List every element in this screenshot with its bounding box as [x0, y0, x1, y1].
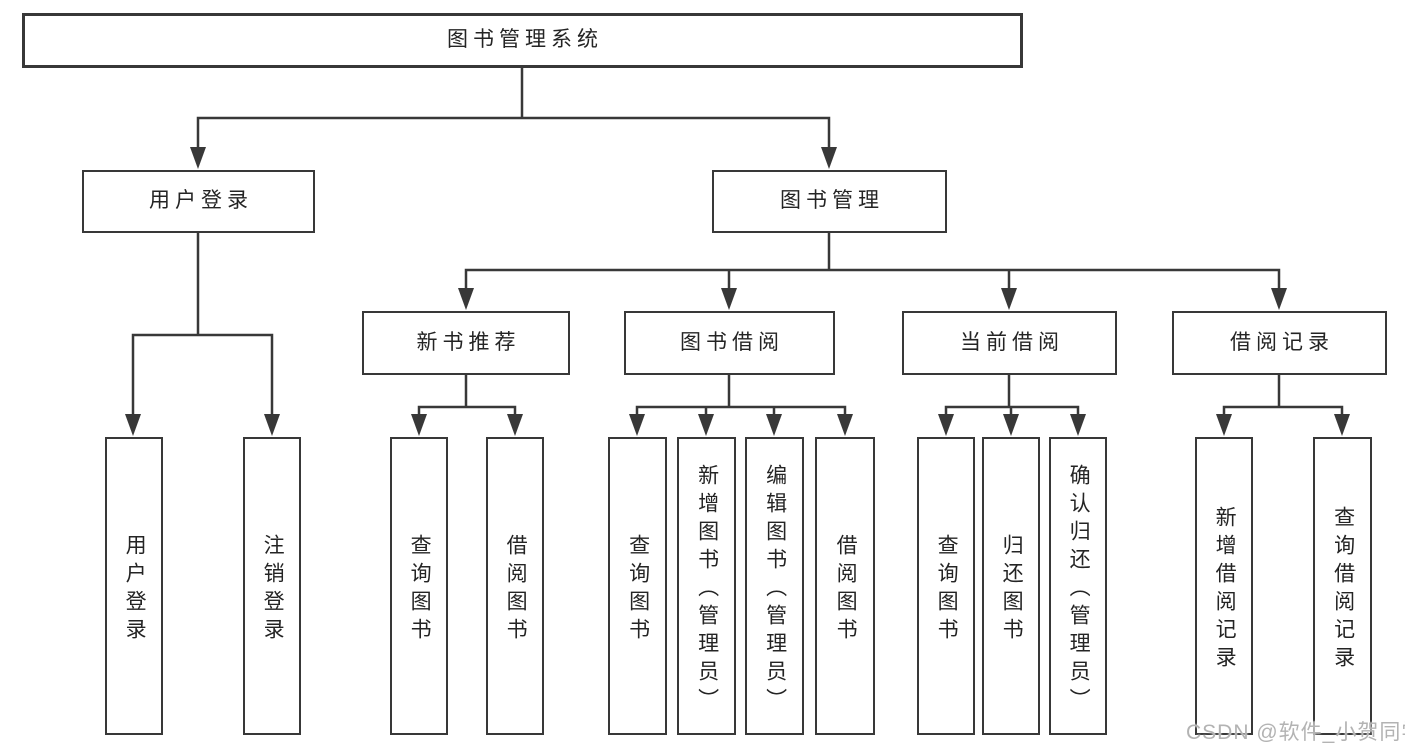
node-library-management-system: 图书管理系统: [22, 13, 1023, 68]
leaf-return-books: 归还图书: [982, 437, 1040, 735]
leaf-confirm-return-admin: 确认归还（管理员）: [1049, 437, 1107, 735]
leaf-logout: 注销登录: [243, 437, 301, 735]
connector-borrow-record-to-leaves: [1216, 373, 1350, 436]
connector-book-borrow-to-leaves: [629, 373, 853, 436]
connector-book-mgmt-to-level3: [458, 231, 1287, 310]
node-book-borrow: 图书借阅: [624, 311, 835, 375]
leaf-add-books-admin: 新增图书（管理员）: [677, 437, 736, 735]
node-borrow-record: 借阅记录: [1172, 311, 1387, 375]
leaf-user-login: 用户登录: [105, 437, 163, 735]
node-book-management: 图书管理: [712, 170, 947, 233]
leaf-newbook-borrow-books: 借阅图书: [486, 437, 544, 735]
leaf-edit-books-admin: 编辑图书（管理员）: [745, 437, 804, 735]
leaf-borrow-books: 借阅图书: [815, 437, 875, 735]
node-new-book-recommend: 新书推荐: [362, 311, 570, 375]
node-current-borrow: 当前借阅: [902, 311, 1117, 375]
connector-user-login-to-leaves: [125, 231, 280, 436]
connector-current-borrow-to-leaves: [938, 373, 1086, 436]
node-user-login: 用户登录: [82, 170, 315, 233]
connector-root-to-level2: [190, 66, 837, 169]
leaf-current-query-books: 查询图书: [917, 437, 975, 735]
leaf-query-borrow-record: 查询借阅记录: [1313, 437, 1372, 735]
csdn-watermark: CSDN @软件_小贺同学: [1186, 721, 1405, 744]
connector-new-book-to-leaves: [411, 373, 523, 436]
leaf-borrow-query-books: 查询图书: [608, 437, 667, 735]
leaf-add-borrow-record: 新增借阅记录: [1195, 437, 1253, 735]
leaf-newbook-query-books: 查询图书: [390, 437, 448, 735]
